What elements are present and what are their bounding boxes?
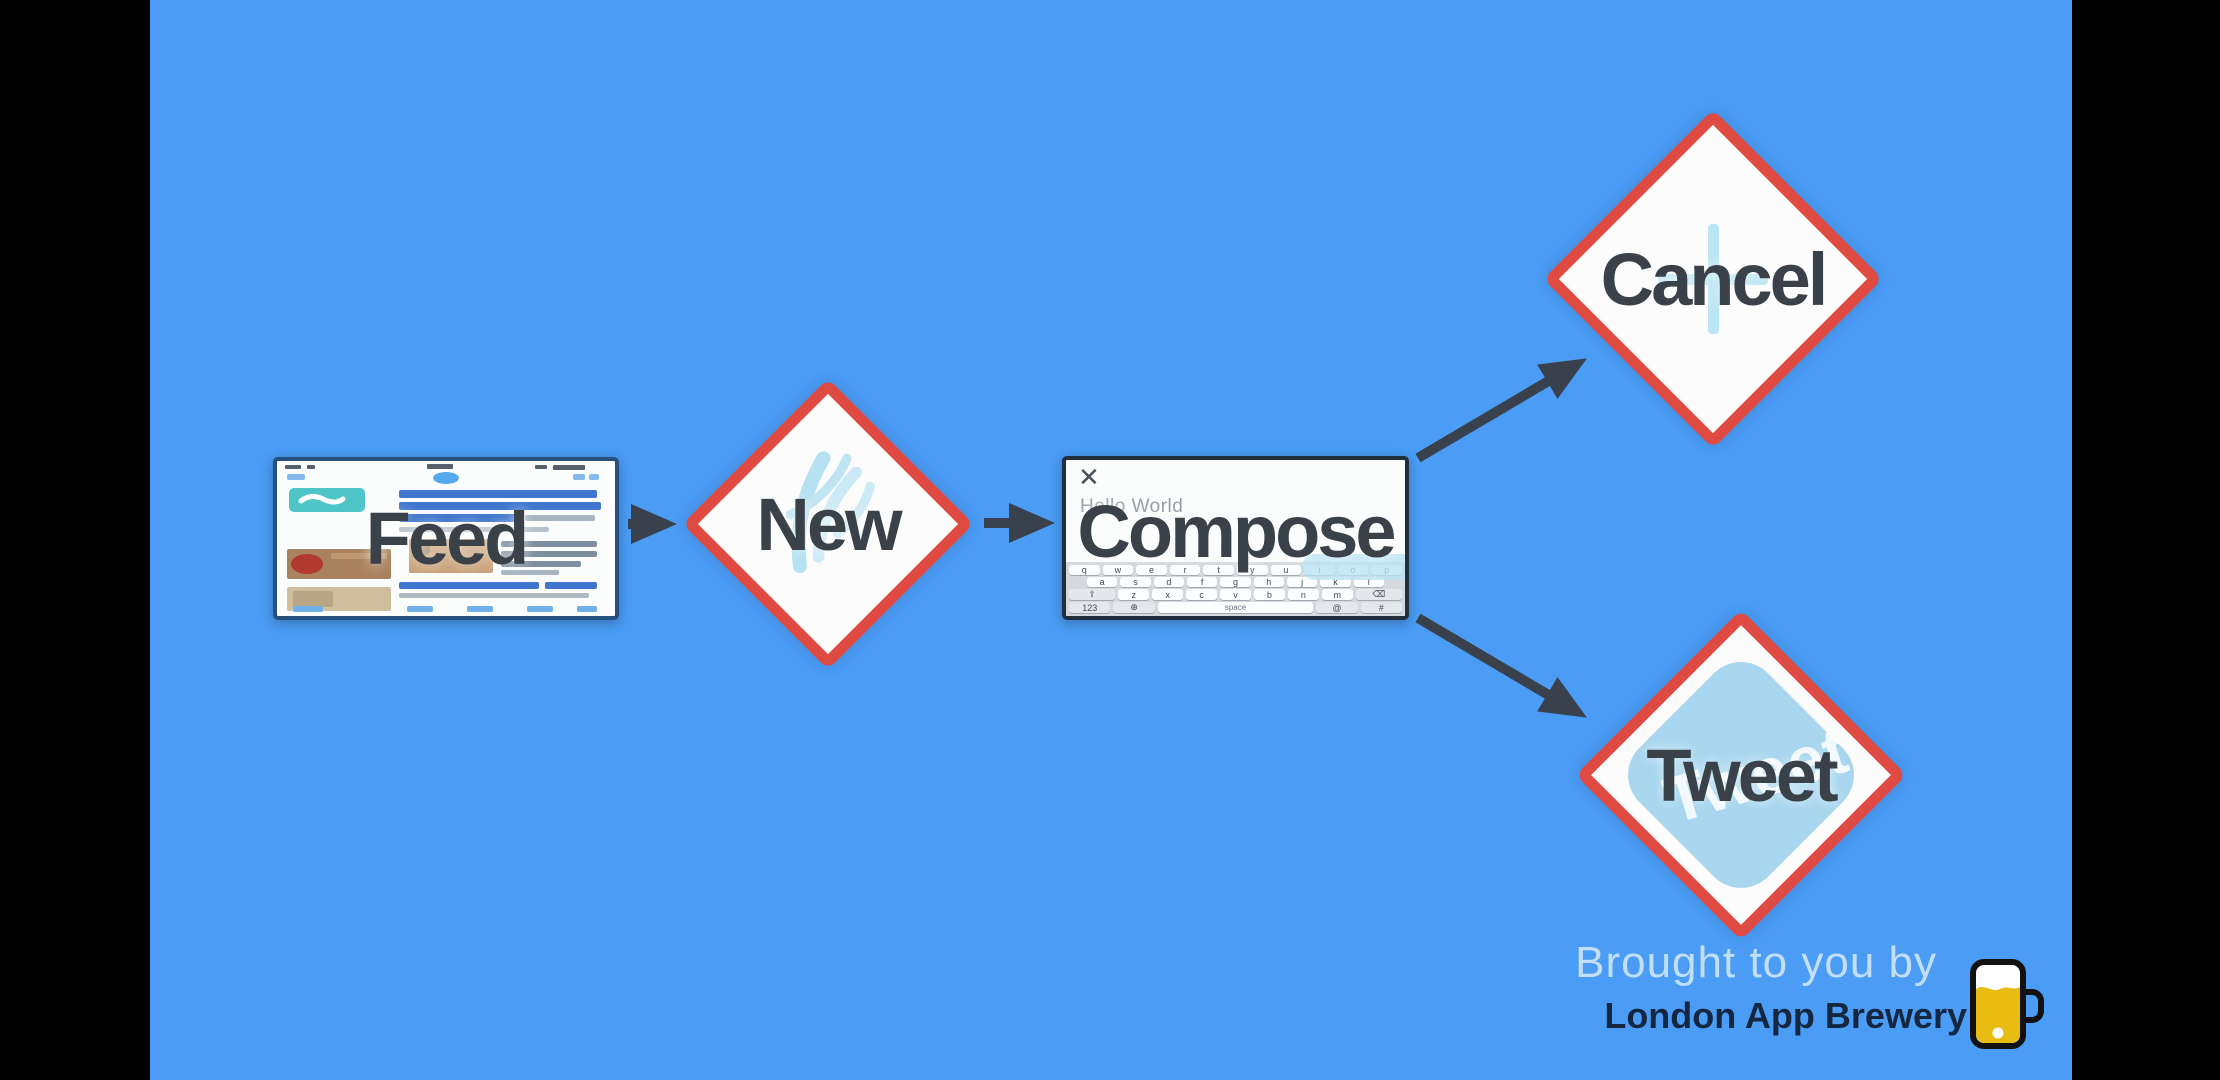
tweet-decision-node: Tweet Tweet <box>1575 609 1907 941</box>
key-t: t <box>1203 565 1234 575</box>
new-decision-node: New <box>682 378 974 670</box>
key-⌫: ⌫ <box>1355 589 1403 600</box>
key-y: y <box>1236 565 1268 575</box>
draft-text: Hello World <box>1080 496 1184 517</box>
key-r: r <box>1169 565 1201 575</box>
key-a: a <box>1087 577 1118 587</box>
tweet-button-ghost <box>1302 554 1405 580</box>
beer-mug-phone-icon <box>1970 959 2044 1049</box>
key-m: m <box>1321 589 1353 600</box>
key-@: @ <box>1316 602 1358 613</box>
key-⇧: ⇧ <box>1069 589 1116 600</box>
key-d: d <box>1153 577 1184 587</box>
key-123: 123 <box>1069 602 1111 613</box>
key-g: g <box>1220 577 1251 587</box>
key-c: c <box>1186 589 1218 600</box>
edge-compose-to-tweet <box>1415 613 1587 718</box>
tweet-label: Tweet <box>1646 733 1836 817</box>
key-k: k <box>1320 577 1351 587</box>
key-z: z <box>1118 589 1150 600</box>
keyboard-row: 123⊕space@# <box>1069 602 1403 613</box>
letterbox-right <box>2072 0 2220 1080</box>
key-l: l <box>1353 577 1384 587</box>
cancel-decision-node: Cancel <box>1543 109 1883 449</box>
edge-compose-to-cancel <box>1415 358 1587 463</box>
feed-screenshot <box>277 461 615 616</box>
footer-tagline: Brought to you by <box>1575 938 1937 987</box>
cancel-label: Cancel <box>1600 237 1826 321</box>
compose-node: ✕ Hello World qwertyuiopasdfghjkl⇧zxcvbn… <box>1062 456 1409 620</box>
compose-screenshot: ✕ Hello World qwertyuiopasdfghjkl⇧zxcvbn… <box>1066 460 1405 616</box>
feed-node: Feed <box>273 457 619 620</box>
key-s: s <box>1120 577 1151 587</box>
key-x: x <box>1152 589 1184 600</box>
slide-canvas: Feed New ✕ Hello World qwertyuiopasdfghj… <box>150 0 2072 1080</box>
new-label: New <box>756 482 900 566</box>
compose-quill-icon <box>785 451 875 574</box>
close-icon: ✕ <box>1078 462 1100 492</box>
feed-screenshot-preview <box>285 464 601 612</box>
key-n: n <box>1287 589 1319 600</box>
key-q: q <box>1069 565 1100 575</box>
key-#: # <box>1360 602 1403 613</box>
key-w: w <box>1102 565 1134 575</box>
key-e: e <box>1136 565 1167 575</box>
letterbox-left <box>0 0 150 1080</box>
key-v: v <box>1220 589 1251 600</box>
key-j: j <box>1286 577 1318 587</box>
key-b: b <box>1253 589 1285 600</box>
key-h: h <box>1253 577 1284 587</box>
key-u: u <box>1270 565 1302 575</box>
key-⊕: ⊕ <box>1113 602 1155 613</box>
footer-brand: London App Brewery <box>1604 995 1967 1036</box>
key-space: space <box>1157 602 1314 613</box>
key-f: f <box>1186 577 1218 587</box>
